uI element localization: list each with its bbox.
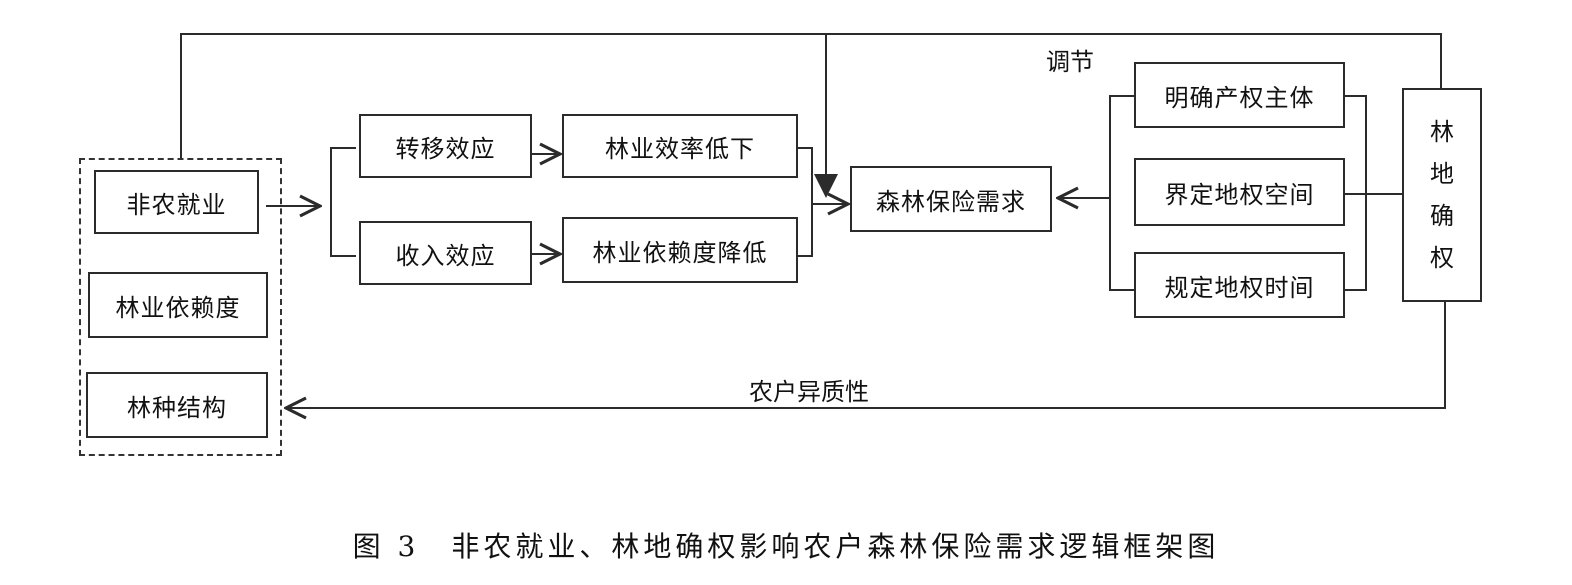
certification-char: 权: [1430, 244, 1454, 272]
heterogeneity-label: 农户异质性: [749, 378, 869, 406]
forest-insurance-demand-box: 森林保险需求: [850, 166, 1052, 232]
off-farm-employment-label: 非农就业: [126, 190, 227, 219]
land-space-label: 界定地权空间: [1164, 180, 1315, 209]
forest-structure-label: 林种结构: [127, 393, 227, 422]
certification-char: 确: [1430, 202, 1454, 230]
income-effect-box: 收入效应: [359, 221, 532, 285]
forestland-certification-box: 林 地 确 权: [1402, 88, 1482, 302]
driver-group-container: [79, 158, 282, 456]
dependence-down-label: 林业依赖度降低: [592, 238, 768, 267]
land-time-box: 规定地权时间: [1134, 252, 1345, 318]
heterogeneity-line: [286, 302, 1446, 408]
off-farm-employment-box: 非农就业: [94, 170, 259, 234]
forestry-dependence-label: 林业依赖度: [115, 293, 241, 322]
moderation-label: 调节: [1046, 48, 1094, 76]
dependence-down-box: 林业依赖度降低: [562, 217, 798, 283]
transfer-effect-box: 转移效应: [359, 114, 532, 178]
property-subject-label: 明确产权主体: [1164, 83, 1315, 112]
rights-left-bracket: [1109, 95, 1134, 291]
certification-char: 地: [1430, 160, 1454, 188]
efficiency-down-box: 林业效率低下: [562, 114, 798, 178]
certification-char: 林: [1430, 118, 1454, 146]
transfer-effect-label: 转移效应: [395, 134, 496, 163]
land-space-box: 界定地权空间: [1134, 158, 1345, 226]
outcomes-bracket: [798, 147, 813, 257]
figure-caption: 图 3 非农就业、林地确权影响农户森林保险需求逻辑框架图: [352, 530, 1220, 563]
property-subject-box: 明确产权主体: [1134, 62, 1345, 128]
land-time-label: 规定地权时间: [1164, 273, 1315, 302]
effects-bracket: [330, 147, 356, 257]
top-loop-line: [180, 33, 1442, 160]
efficiency-down-label: 林业效率低下: [605, 134, 755, 163]
forestry-dependence-box: 林业依赖度: [88, 272, 268, 338]
forest-structure-box: 林种结构: [86, 372, 268, 438]
income-effect-label: 收入效应: [395, 241, 496, 270]
forest-insurance-demand-label: 森林保险需求: [876, 187, 1026, 216]
